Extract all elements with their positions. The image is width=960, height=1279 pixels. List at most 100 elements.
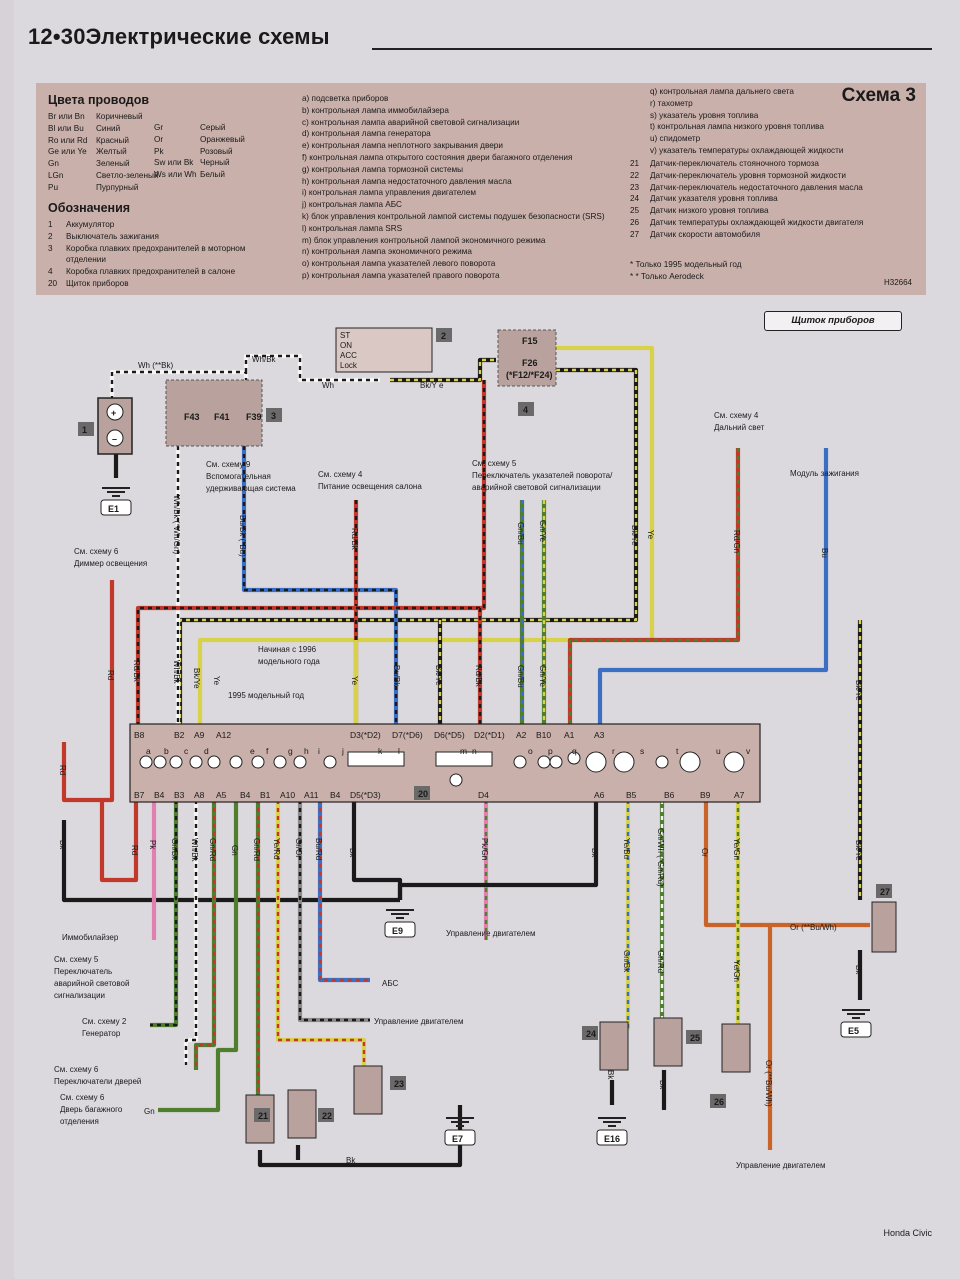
legend-item: g) контрольная лампа тормозной системы <box>302 164 464 174</box>
wire-code: Bu <box>820 548 829 558</box>
wire-code: Bu/Bk <box>392 665 401 687</box>
legend-code: Gr <box>154 123 164 132</box>
component-24-tag <box>582 1026 598 1040</box>
wire-code: Or <box>700 848 709 857</box>
legend-item: * Только 1995 модельный год <box>630 260 742 269</box>
legend-code: 27 <box>630 229 640 239</box>
component-number: 1 <box>82 425 87 435</box>
indicator-lamp <box>153 755 167 769</box>
pin-bottom: B1 <box>260 790 271 800</box>
legend-text: Красный <box>96 135 129 145</box>
wire-bk-a6 <box>397 800 599 900</box>
wire-code: Wh (**Bk) <box>138 361 173 370</box>
legend-code: Or <box>154 134 164 144</box>
label-turn1: Переключатель указателей поворота/ <box>472 471 613 480</box>
fuse-box-3 <box>165 379 263 447</box>
legend-code: Gn <box>48 159 59 169</box>
legend-item: j) контрольная лампа АБС <box>302 200 402 210</box>
instrument-panel-button[interactable]: Щиток приборов <box>764 311 902 331</box>
component-2-tag <box>436 328 452 342</box>
pin-bottom: A8 <box>194 790 205 800</box>
ground-label: E7 <box>452 1134 463 1144</box>
label-my1995: 1995 модельный год <box>228 691 304 700</box>
legend-text: Оранжевый <box>200 134 245 144</box>
wire-code: Gn <box>230 845 239 856</box>
wire-code: Gn/Bk <box>622 950 631 973</box>
legend-code: 21 <box>630 159 640 168</box>
component-number: 23 <box>394 1079 404 1089</box>
legend-text: Желтый <box>96 147 127 157</box>
wire-burd <box>317 800 370 983</box>
legend-code: Sw или Bk <box>154 158 194 168</box>
legend-item: a) подсветка приборов <box>302 94 389 103</box>
wire-bkye-main-stripe <box>178 368 638 725</box>
wire-code: Ye/Gn <box>732 838 741 860</box>
wire-gn <box>158 800 239 1113</box>
component-number: 25 <box>690 1033 700 1043</box>
legend-text: Аккумулятор <box>66 220 115 229</box>
component-25-tag <box>686 1030 702 1044</box>
lamp-letter: d <box>204 746 209 756</box>
pin-top: B2 <box>174 730 185 740</box>
indicator-lamp <box>207 755 221 769</box>
indicator-lamp <box>251 755 265 769</box>
footer-text: Honda Civic <box>883 1228 932 1238</box>
legend-code: 20 <box>48 278 58 288</box>
label-orbu: Or (**Bu/Wh) <box>790 923 837 932</box>
fuse-label: F15 <box>522 336 538 346</box>
wire-code: Bu/Rd <box>314 838 323 860</box>
component-22-tag <box>318 1108 334 1122</box>
legend-code: Ge или Ye <box>48 147 87 157</box>
wire-code: Wh/Bk <box>172 660 181 685</box>
ground-label: E16 <box>604 1134 620 1144</box>
legend-text: Датчик скорости автомобиля <box>650 229 761 239</box>
lamp-letter: l <box>398 746 400 756</box>
pin-bottom: B5 <box>626 790 637 800</box>
pin-bottom: B3 <box>174 790 185 800</box>
label-see4a: См. схему 4 <box>318 470 363 479</box>
legend-text: Датчик-переключатель стояночного тормоза <box>650 159 819 168</box>
label-see6b: См. схему 6 <box>54 1065 99 1074</box>
header-rule <box>372 48 932 50</box>
wire-code: Rd/Gn <box>732 530 741 553</box>
ground-label-box <box>444 1129 476 1146</box>
wire-code: Gn/Ye <box>538 665 547 687</box>
legend-code: Ws или Wh <box>154 170 197 180</box>
wire-code: Bk <box>590 848 599 858</box>
wire-ye-main <box>197 345 655 725</box>
econ-module-m <box>435 751 493 767</box>
wire-code: Ye <box>212 676 221 686</box>
pin-bottom: A10 <box>280 790 295 800</box>
legend-text: Пурпурный <box>96 182 139 192</box>
legend-item: c) контрольная лампа аварийной световой … <box>302 117 520 127</box>
indicator-lamp <box>169 755 183 769</box>
legend-item: q) контрольная лампа дальнего света <box>650 87 794 96</box>
wire-bu <box>597 448 829 725</box>
wire-code: Gn/Bu <box>516 522 525 545</box>
lamp-letter: e <box>250 746 255 756</box>
wire-code: Bk <box>854 965 863 975</box>
component-number: 4 <box>523 405 528 415</box>
ignition-switch <box>335 327 433 373</box>
legend-code: 4 <box>48 267 53 277</box>
label-interior: Питание освещения салона <box>318 482 422 491</box>
wire-code: Ye/Bu <box>622 838 631 859</box>
wire-code: Bk <box>658 1080 667 1090</box>
label-see6c: См. схему 6 <box>60 1093 105 1102</box>
pin-bottom: A6 <box>594 790 605 800</box>
pin-bottom: B9 <box>700 790 711 800</box>
label-see9: См. схему 9 <box>206 460 251 469</box>
label-abs: АБС <box>382 979 398 988</box>
legend-text: Датчик указателя уровня топлива <box>650 194 778 204</box>
component-number: 26 <box>714 1097 724 1107</box>
legend-code: 3 <box>48 243 53 253</box>
legend-code: Ro или Rd <box>48 135 88 145</box>
wire-code: Bk/Y e <box>420 381 444 390</box>
pin-bottom: B4 <box>154 790 165 800</box>
wire-gror-stripe <box>298 800 370 1022</box>
wire-or <box>703 800 870 928</box>
